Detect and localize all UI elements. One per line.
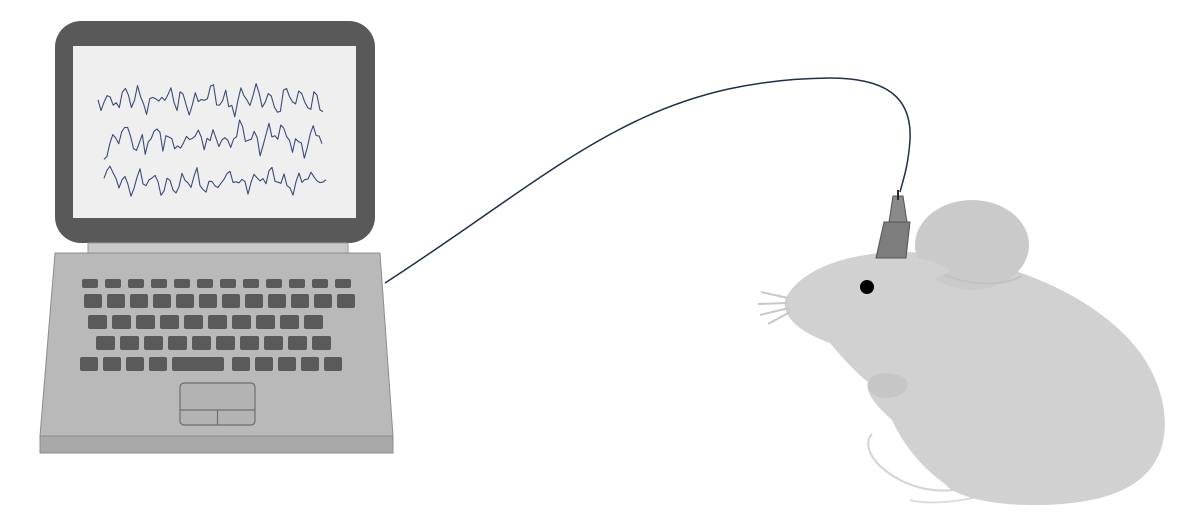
mouse-eye (860, 280, 874, 294)
keyboard-key (184, 315, 203, 329)
keyboard-key (220, 279, 236, 288)
keyboard-key (337, 294, 355, 308)
keyboard-key (240, 336, 259, 350)
keyboard-key (103, 357, 121, 371)
keyboard-key (216, 336, 235, 350)
keyboard-key (324, 357, 342, 371)
keyboard-key (312, 336, 331, 350)
keyboard-key (314, 294, 332, 308)
keyboard-key (280, 315, 299, 329)
laptop-icon (39, 21, 394, 454)
keyboard-key (288, 336, 307, 350)
keyboard-key (174, 279, 190, 288)
keyboard-key (291, 294, 309, 308)
touchpad (179, 382, 256, 426)
keyboard-key (130, 294, 148, 308)
keyboard-key (120, 336, 139, 350)
mouse-body (784, 252, 1165, 506)
keyboard-key (192, 336, 211, 350)
electrode-icon (875, 190, 911, 259)
keyboard-key (208, 315, 227, 329)
keyboard-key (153, 294, 171, 308)
keyboard-key (136, 315, 155, 329)
recording-cable (384, 77, 911, 284)
keyboard-key (264, 336, 283, 350)
keyboard-key (105, 279, 121, 288)
mouse-icon (757, 190, 1165, 506)
keyboard-key (172, 357, 224, 371)
keyboard-key (256, 315, 275, 329)
keyboard-key (197, 279, 213, 288)
keyboard-key (232, 357, 250, 371)
keyboard-key (82, 279, 98, 288)
laptop-screen (73, 46, 356, 218)
keyboard-key (222, 294, 240, 308)
eeg-trace (103, 119, 323, 160)
keyboard-key (232, 315, 251, 329)
keyboard-key (245, 294, 263, 308)
keyboard-key (255, 357, 273, 371)
keyboard-key (84, 294, 102, 308)
keyboard-key (301, 357, 319, 371)
eeg-traces (97, 83, 327, 197)
keyboard-key (96, 336, 115, 350)
keyboard-key (151, 279, 167, 288)
keyboard-key (243, 279, 259, 288)
keyboard-key (168, 336, 187, 350)
keyboard-key (149, 357, 167, 371)
keyboard-key (126, 357, 144, 371)
keyboard-key (266, 279, 282, 288)
keyboard-key (268, 294, 286, 308)
keyboard-key (199, 294, 217, 308)
mouse-tail (867, 433, 966, 492)
keyboard-key (335, 279, 351, 288)
keyboard-key (278, 357, 296, 371)
eeg-trace (103, 165, 327, 197)
keyboard-key (312, 279, 328, 288)
keyboard-key (304, 315, 323, 329)
keyboard (80, 279, 355, 371)
keyboard-key (144, 336, 163, 350)
eeg-trace (97, 83, 324, 118)
keyboard-key (112, 315, 131, 329)
keyboard-key (88, 315, 107, 329)
laptop-base-front (39, 435, 394, 454)
mouse-paw (867, 373, 908, 398)
keyboard-key (176, 294, 194, 308)
mouse-whiskers (757, 291, 791, 325)
keyboard-key (160, 315, 179, 329)
keyboard-key (128, 279, 144, 288)
keyboard-key (107, 294, 125, 308)
keyboard-key (80, 357, 98, 371)
keyboard-key (289, 279, 305, 288)
